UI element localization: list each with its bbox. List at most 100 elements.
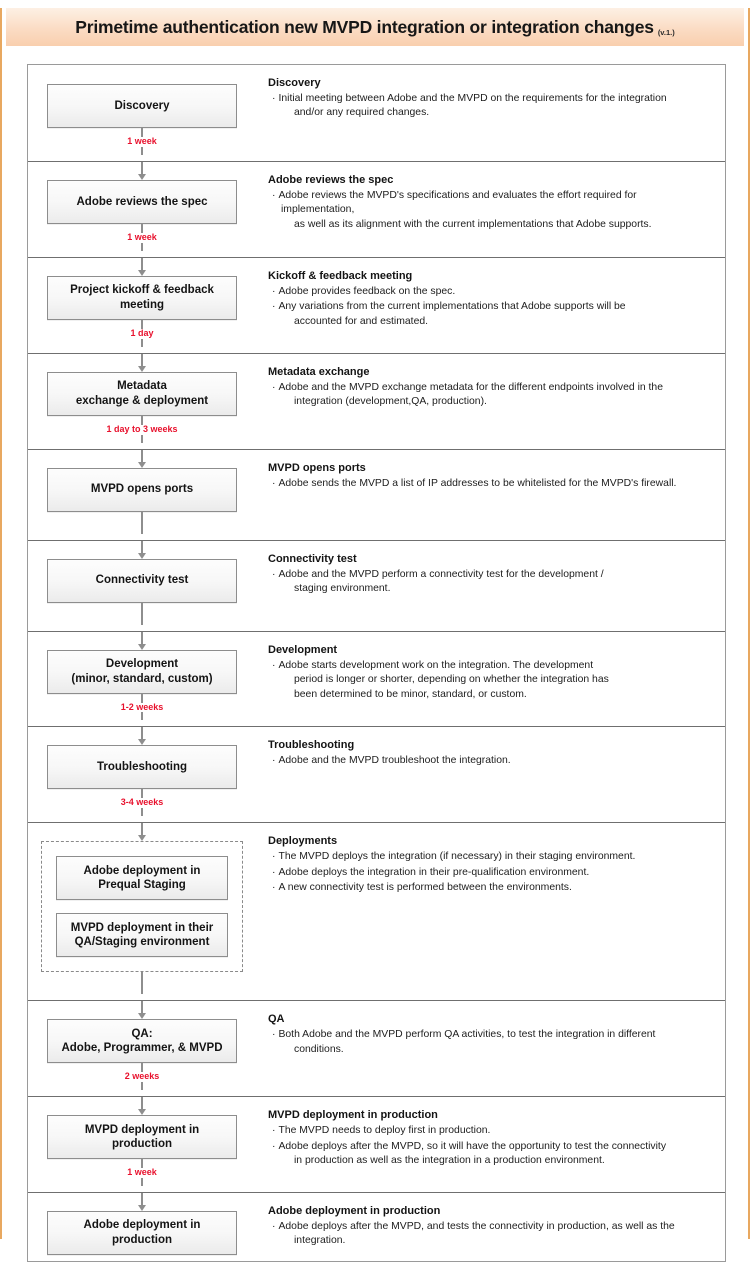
connector-line [141, 511, 143, 534]
description-text: The MVPD deploys the integration (if nec… [278, 851, 636, 863]
bullet-icon: · [272, 189, 276, 201]
process-box[interactable]: Project kickoff & feedback meeting [47, 275, 237, 320]
bullet-icon: · [272, 1140, 276, 1152]
process-box[interactable]: MVPD opens ports [47, 467, 237, 512]
process-box[interactable]: Discovery [47, 84, 237, 128]
arrowhead-icon [138, 739, 146, 746]
description-title: MVPD deployment in production [268, 1109, 438, 1122]
connector-line [141, 1159, 143, 1169]
bullet-icon: · [272, 1221, 276, 1233]
stage-description: Connectivity test ·Adobe and the MVPD per… [256, 541, 725, 608]
connector-line [141, 128, 143, 137]
process-box-label: Project kickoff & feedback meeting [70, 284, 214, 311]
connector-line [141, 338, 143, 347]
description-text: Any variations from the current implemen… [278, 301, 626, 313]
description-text: Adobe starts development work on the int… [278, 659, 594, 671]
connector-line [141, 1097, 143, 1111]
stage-duration-label: 1-2 weeks [116, 702, 168, 713]
connector-line [141, 434, 143, 443]
description-bullet: ·Adobe deploys the integration in their … [272, 866, 711, 880]
stage-description: Metadata exchange·Adobe and the MVPD exc… [256, 354, 725, 421]
connector-arrow-in [28, 449, 256, 468]
process-box-label: MVPD opens ports [90, 483, 194, 496]
connector-line [141, 1178, 143, 1187]
description-text: Adobe and the MVPD exchange metadata for… [278, 381, 663, 393]
connector-line [141, 257, 143, 271]
process-box[interactable]: QA: Adobe, Programmer, & MVPD [47, 1019, 237, 1064]
connector-arrow-out: 1 week [28, 128, 256, 155]
stage-description: Troubleshooting·Adobe and the MVPD troub… [256, 727, 725, 779]
process-box[interactable]: MVPD deployment in production [47, 1115, 237, 1160]
description-text-continued: in production as well as the integration… [294, 1154, 605, 1166]
description-title: Deployments [268, 835, 338, 848]
connector-line [141, 823, 143, 837]
description-bullet: ·Both Adobe and the MVPD perform QA acti… [272, 1028, 711, 1057]
bullet-icon: · [272, 381, 276, 393]
process-box-label: Development (minor, standard, custom) [71, 657, 213, 685]
description-text: The MVPD needs to deploy first in produc… [278, 1125, 491, 1137]
description-text: Adobe and the MVPD perform a connectivit… [278, 568, 604, 580]
connector-arrow-out: 1 week [28, 223, 256, 251]
connector-line [141, 808, 143, 817]
process-box[interactable]: Metadata exchange & deployment [47, 371, 237, 416]
process-box-label: Adobe deployment in production [83, 1219, 201, 1247]
description-bullet: ·The MVPD needs to deploy first in produ… [272, 1124, 711, 1138]
description-title: MVPD opens ports [268, 461, 366, 474]
page-header: Primetime authentication new MVPD integr… [6, 8, 744, 46]
description-text-continued: accounted for and estimated. [294, 315, 429, 327]
description-title: Connectivity test [268, 552, 357, 565]
process-box[interactable]: MVPD deployment in their QA/Staging envi… [56, 913, 228, 958]
connector-arrow-in [28, 353, 256, 372]
description-bullet: ·Adobe and the MVPD perform a connectivi… [272, 568, 711, 597]
process-box[interactable]: Connectivity test [47, 558, 237, 603]
connector-line [141, 353, 143, 367]
description-bullet: ·Adobe and the MVPD troubleshoot the int… [272, 754, 711, 768]
connector-line [141, 161, 143, 175]
description-bullet: ·Adobe and the MVPD exchange metadata fo… [272, 381, 711, 410]
connector-arrow-out: 1 week [28, 1159, 256, 1187]
bullet-icon: · [272, 851, 276, 863]
process-box-label: Connectivity test [95, 574, 189, 587]
description-bullet: been determined to be minor, standard, o… [272, 688, 711, 702]
description-text-continued: and/or any required changes. [294, 107, 430, 119]
description-bullet: ·Adobe deploys after the MVPD, and tests… [272, 1220, 711, 1249]
stage-box-column: Adobe reviews the spec 1 week [28, 161, 256, 257]
process-box[interactable]: Troubleshooting [47, 745, 237, 790]
stage-box-column: Connectivity test [28, 540, 256, 631]
description-text: A new connectivity test is performed bet… [278, 882, 572, 894]
process-box[interactable]: Adobe deployment in Prequal Staging [56, 856, 228, 901]
process-box[interactable]: Adobe reviews the spec [47, 179, 237, 224]
connector-arrow-in [28, 1097, 256, 1116]
description-title: Adobe deployment in production [268, 1205, 441, 1218]
stage-box-column: Adobe deployment in production [28, 1193, 256, 1261]
arrowhead-icon [138, 269, 146, 276]
bullet-icon: · [272, 1125, 276, 1137]
connector-line [141, 415, 143, 425]
description-text-continued: integration (development,QA, production)… [294, 396, 487, 408]
stage-duration-label: 1 week [123, 232, 161, 243]
connector-arrow-out [28, 972, 256, 995]
process-box[interactable]: Adobe deployment in production [47, 1211, 237, 1256]
process-box[interactable]: Development (minor, standard, custom) [47, 649, 237, 694]
stage-box-column: Project kickoff & feedback meeting 1 day [28, 257, 256, 353]
description-text: Adobe reviews the MVPD's specifications … [278, 189, 637, 216]
connector-arrow-in [28, 1193, 256, 1212]
connector-line [141, 242, 143, 251]
description-bullet: ·Adobe deploys after the MVPD, so it wil… [272, 1140, 711, 1169]
process-box-label: Troubleshooting [96, 761, 188, 774]
description-text: Initial meeting between Adobe and the MV… [278, 93, 667, 104]
connector-arrow-out: 1-2 weeks [28, 693, 256, 721]
arrowhead-icon [138, 1205, 146, 1212]
description-text-continued: conditions. [294, 1043, 344, 1055]
connector-arrow-out: 1 day [28, 319, 256, 347]
description-text: Adobe deploys after the MVPD, and tests … [278, 1221, 675, 1233]
connector-line [141, 972, 143, 995]
connector-arrow-in [28, 257, 256, 276]
connector-line [141, 540, 143, 554]
